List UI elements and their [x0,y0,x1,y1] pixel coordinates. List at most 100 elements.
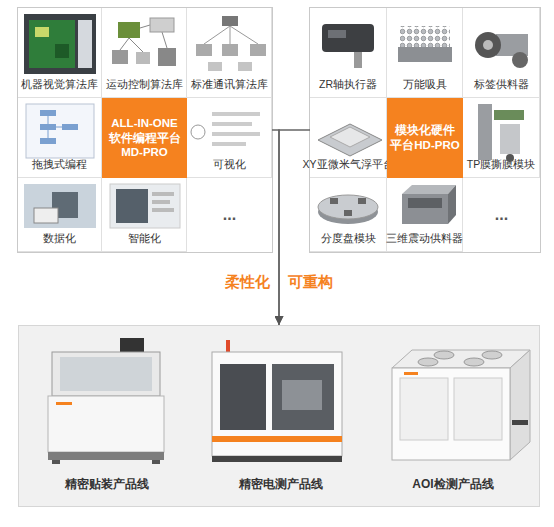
person [52,192,78,218]
xy-stage [318,124,382,156]
screen-frame [24,14,96,74]
signal-light [226,340,230,352]
reel [475,32,501,58]
wire [204,26,230,44]
feed-slot [512,420,528,425]
net-device [250,44,266,56]
node-text: AOI检测产品线 [412,476,493,493]
editor-frame [26,104,94,158]
node-text: 分度盘模块 [321,232,376,246]
gripper-base [398,47,452,62]
screen-panel [78,20,92,68]
node-text: 运动控制算法库 [106,78,183,92]
net-device [196,44,212,56]
mounting-machine [48,338,164,464]
machine-foot [152,460,160,464]
pcb-image [29,20,75,68]
flow-wire [56,127,62,128]
vibration-feeder [402,185,456,224]
machine-side [510,350,530,460]
wire [129,38,143,52]
machine-door [400,378,448,440]
roller [512,52,528,68]
reel-hub [483,40,493,50]
camera-view [116,189,148,223]
zr-actuator [322,24,374,68]
net-device [238,62,252,71]
ui-line [152,200,170,204]
machine-window [60,357,152,391]
node-text: 标准通讯算法库 [191,78,268,92]
module-grid: 机器视觉算法库运动控制算法库标准通讯算法库拖拽式编程ALL-IN-ONE 软件编… [18,8,272,252]
index-table [318,195,378,224]
product-line: AOI检测产品线 [373,333,533,501]
feeder-tray [408,198,442,208]
feeder-body [496,34,528,56]
flow-connector [279,130,310,325]
feature-cell: 数据化 [18,178,102,252]
feature-cell: ZR轴执行器 [310,8,387,98]
feature-cell: 运动控制算法库 [102,8,187,98]
actuator-shaft [354,52,362,68]
wire [162,32,167,48]
node-text: 可视化 [213,158,246,172]
feature-cell: 机器视觉算法库 [18,8,102,98]
circle-icon [191,125,205,139]
peeler-board [494,110,524,120]
node-text: TP膜撕膜模块 [467,158,535,172]
node-text: 三维震动供料器 [386,232,463,246]
tablet [34,208,58,223]
net-device [222,44,238,56]
flow-editor [26,104,94,158]
camera-dome [464,358,484,366]
edge-label: 柔性化 可重构 [225,273,333,292]
ui-line [212,142,246,146]
screen-frame [110,184,180,228]
node-text: 模块化硬件 平台HD-PRO [389,123,461,153]
wire [140,25,150,28]
machine-body [48,396,164,452]
wire [120,38,129,50]
flow-wire [48,130,49,138]
ui-line [152,192,174,196]
feeder-body [402,194,448,224]
stage-top [330,127,370,147]
network-diagram [196,16,266,71]
ui-line [212,122,252,126]
monitor [120,338,144,354]
machine-base [48,452,164,460]
fixture [358,198,366,204]
more-cell: ... [463,178,540,252]
machine-body [392,368,510,460]
feature-cell: TP膜撕膜模块 [463,98,540,178]
feeder-side [448,185,456,224]
ui-line [212,132,260,136]
net-device [222,16,238,26]
machine-window [272,364,334,430]
pc-unit [150,18,174,32]
table-side [318,200,378,224]
node-text: 机器视觉算法库 [21,78,98,92]
feature-cell: 分度盘模块 [310,178,387,252]
node-text: XY亚微米气浮平台 [303,158,394,172]
wire [230,26,231,44]
motor [112,50,128,64]
node-text: 精密电测产品线 [239,476,323,493]
machine-inner [282,380,322,410]
node-text: 标签供料器 [474,78,529,92]
platform-box: ALL-IN-ONE 软件编程平台 MD-PRO [102,98,187,178]
flow-wire [48,116,49,124]
flow-block [40,124,56,130]
actuator-body [322,24,374,52]
ui-line [152,208,174,212]
pcb-part [35,27,49,37]
data-photo [24,184,96,228]
machine-door [454,378,502,440]
aoi-machine [392,350,530,460]
machine-body [212,352,342,456]
vision-screenshot [24,14,96,74]
product-line: 精密贴装产品线 [29,333,184,501]
feature-cell: 万能吸具 [387,8,463,98]
flow-block [40,110,56,116]
